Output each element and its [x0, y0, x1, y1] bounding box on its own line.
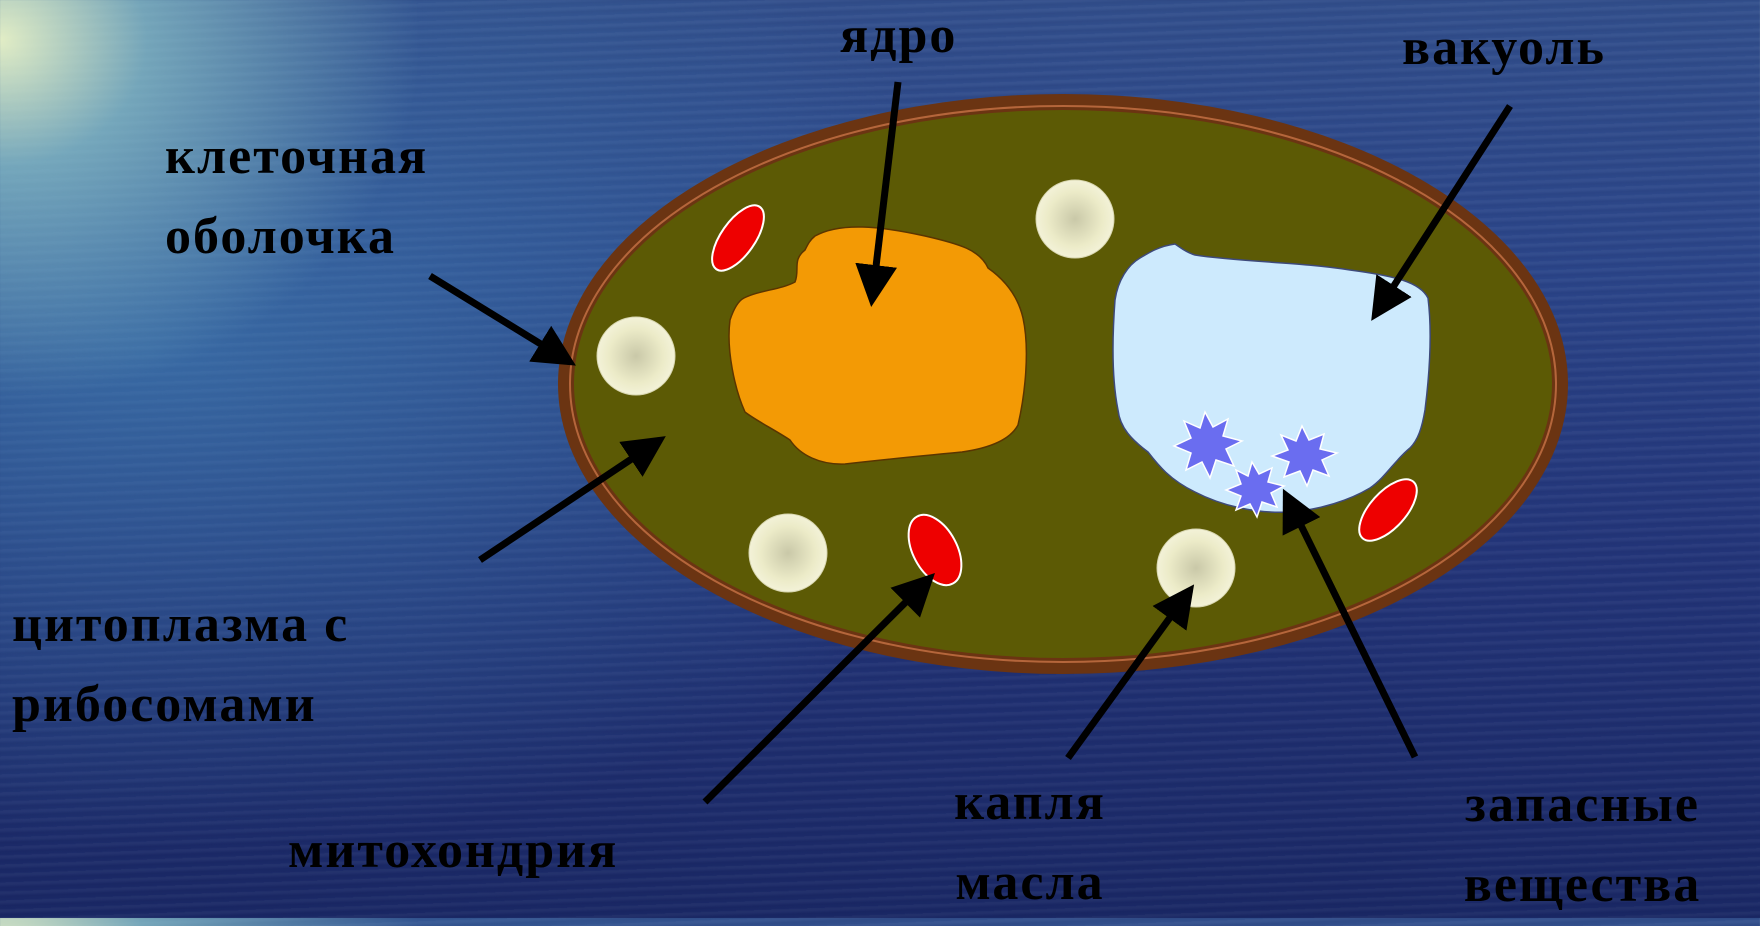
oil-drop — [597, 317, 675, 395]
label-cytoplasm: цитоплазма с рибосомами — [12, 584, 349, 746]
label-vacuole: вакуоль — [1402, 7, 1606, 89]
label-cell-wall-line1: клеточная — [165, 116, 428, 198]
label-reserve-line1: запасные — [1420, 764, 1745, 846]
label-cytoplasm-line1: цитоплазма с — [12, 584, 349, 666]
label-reserve-line2: вещества — [1420, 844, 1745, 926]
label-oil-drop-line2: масла — [930, 842, 1130, 924]
label-cell-wall-line2: оболочка — [165, 196, 428, 278]
label-mitochondrion: митохондрия — [288, 810, 618, 892]
arrow-cell-wall — [430, 276, 570, 362]
label-oil-drop: капля масла — [930, 762, 1130, 924]
oil-drop — [1036, 180, 1114, 258]
label-reserve: запасные вещества — [1420, 764, 1745, 926]
oil-drop — [749, 514, 827, 592]
label-oil-drop-line1: капля — [930, 762, 1130, 844]
label-nucleus: ядро — [840, 0, 957, 77]
label-cell-wall: клеточная оболочка — [165, 116, 428, 278]
oil-drop — [1157, 529, 1235, 607]
label-cytoplasm-line2: рибосомами — [12, 664, 349, 746]
